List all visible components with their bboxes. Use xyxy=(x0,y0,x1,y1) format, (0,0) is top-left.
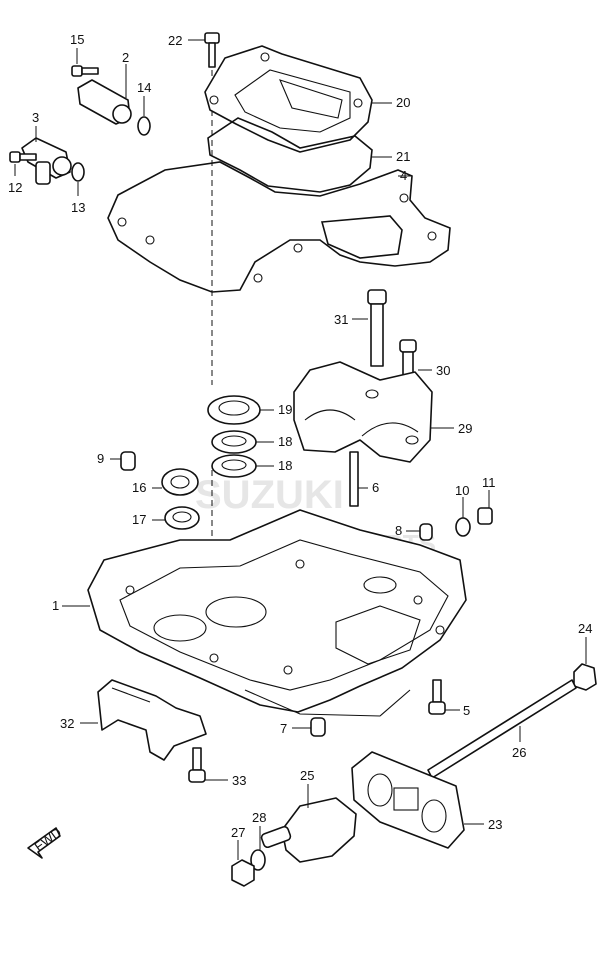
gasket-4 xyxy=(107,161,451,293)
leader-lines xyxy=(14,39,587,860)
dowel-8 xyxy=(419,523,433,541)
callout-29: 29 xyxy=(458,421,472,436)
seal-18-upper xyxy=(211,430,257,454)
callout-19: 19 xyxy=(278,402,292,417)
callout-13: 13 xyxy=(71,200,85,215)
seal-18-lower xyxy=(211,454,257,478)
callout-18b: 18 xyxy=(278,458,292,473)
bolt-33 xyxy=(188,747,206,783)
bracket-32 xyxy=(97,679,207,761)
seal-19 xyxy=(207,395,261,425)
bracket-29 xyxy=(293,361,433,463)
callout-28: 28 xyxy=(252,810,266,825)
fitting-3 xyxy=(21,137,72,185)
callout-25: 25 xyxy=(300,768,314,783)
callout-17: 17 xyxy=(132,512,146,527)
callout-27: 27 xyxy=(231,825,245,840)
mount-block-23 xyxy=(351,751,465,849)
callout-33: 33 xyxy=(232,773,246,788)
callouts: 1 2 3 4 5 6 7 8 9 10 11 12 13 14 15 16 1… xyxy=(8,32,592,840)
o-ring-14 xyxy=(137,116,151,136)
fwd-arrow-icon: FWD xyxy=(27,825,64,859)
callout-10: 10 xyxy=(455,483,469,498)
bolt-22 xyxy=(204,32,220,68)
mount-25 xyxy=(260,797,357,863)
washer-28 xyxy=(250,849,266,871)
fwd-label: FWD xyxy=(31,825,64,855)
callout-2: 2 xyxy=(122,50,129,65)
callout-6: 6 xyxy=(372,480,379,495)
callout-7: 7 xyxy=(280,721,287,736)
bolt-5 xyxy=(428,679,446,715)
callout-18a: 18 xyxy=(278,434,292,449)
dowel-9 xyxy=(120,451,136,471)
callout-1: 1 xyxy=(52,598,59,613)
callout-12: 12 xyxy=(8,180,22,195)
callout-30: 30 xyxy=(436,363,450,378)
callout-14: 14 xyxy=(137,80,151,95)
callout-11: 11 xyxy=(482,475,496,490)
stud-6 xyxy=(349,451,359,507)
bearing-16 xyxy=(161,468,199,496)
bolt-30 xyxy=(399,339,417,387)
callout-23: 23 xyxy=(488,817,502,832)
fitting-2 xyxy=(77,79,132,125)
callout-21: 21 xyxy=(396,149,410,164)
watermark-brand: SUZUKI xyxy=(195,473,344,517)
engine-holder-1 xyxy=(87,509,467,717)
callout-5: 5 xyxy=(463,703,470,718)
nut-27 xyxy=(231,859,255,887)
callout-15: 15 xyxy=(70,32,84,47)
callout-32: 32 xyxy=(60,716,74,731)
callout-8: 8 xyxy=(395,523,402,538)
plug-11 xyxy=(477,507,493,525)
callout-3: 3 xyxy=(32,110,39,125)
callout-24: 24 xyxy=(578,621,592,636)
bolt-12 xyxy=(9,151,37,163)
callout-16: 16 xyxy=(132,480,146,495)
nut-24 xyxy=(573,663,597,691)
callout-9: 9 xyxy=(97,451,104,466)
callout-4: 4 xyxy=(400,168,407,183)
callout-26: 26 xyxy=(512,745,526,760)
bolt-15 xyxy=(71,65,99,77)
cover-plate-20 xyxy=(204,45,373,153)
through-bolt-26 xyxy=(427,679,577,779)
gasket-21 xyxy=(207,117,373,193)
callout-20: 20 xyxy=(396,95,410,110)
bolt-31 xyxy=(367,289,387,367)
dowel-7 xyxy=(310,717,326,737)
o-ring-13 xyxy=(71,162,85,182)
seal-17 xyxy=(164,506,200,530)
washer-10 xyxy=(455,517,471,537)
callout-22: 22 xyxy=(168,33,182,48)
callout-31: 31 xyxy=(334,312,348,327)
